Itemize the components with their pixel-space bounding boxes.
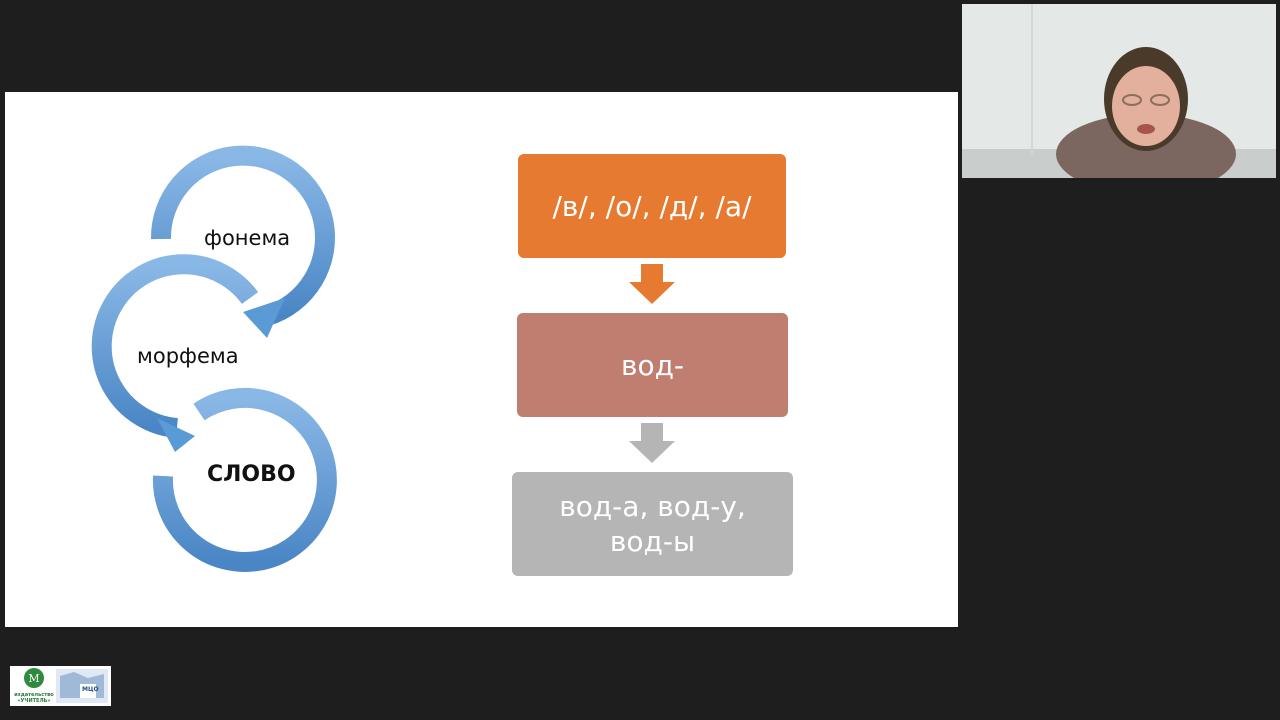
word-label: СЛОВО <box>207 462 296 487</box>
down-arrow-2 <box>629 423 675 463</box>
svg-text:М: М <box>28 672 39 685</box>
phonemes-text: /в/, /о/, /д/, /а/ <box>552 189 752 223</box>
morpheme-label: морфема <box>137 344 239 368</box>
logo-graphic: М <box>24 668 108 703</box>
word-cycle-arrow <box>152 388 337 572</box>
word-forms-line-2: вод-ы <box>609 525 696 558</box>
phoneme-cycle-arrow <box>150 145 335 338</box>
presentation-slide: фонема морфема СЛОВО /в/, /о/, /д/, /а/ … <box>5 92 958 627</box>
publisher-name: издательство «УЧИТЕЛЬ» <box>14 692 54 704</box>
morpheme-cycle-arrow <box>91 254 259 452</box>
phonemes-box: /в/, /о/, /д/, /а/ <box>518 154 786 258</box>
word-forms-box: вод-а, вод-у, вод-ы <box>512 472 793 576</box>
presenter-video <box>962 4 1276 178</box>
phoneme-label: фонема <box>204 226 291 250</box>
down-arrow-1 <box>629 264 675 304</box>
publisher-logo: М издательство «УЧИТЕЛЬ» МЦО <box>10 666 111 706</box>
word-forms-line-1: вод-а, вод-у, <box>559 490 746 523</box>
root-text: вод- <box>620 348 685 382</box>
presenter-webcam <box>962 4 1276 178</box>
cycle-diagram <box>91 145 675 572</box>
partner-name: МЦО <box>82 686 99 693</box>
root-box: вод- <box>517 313 788 417</box>
